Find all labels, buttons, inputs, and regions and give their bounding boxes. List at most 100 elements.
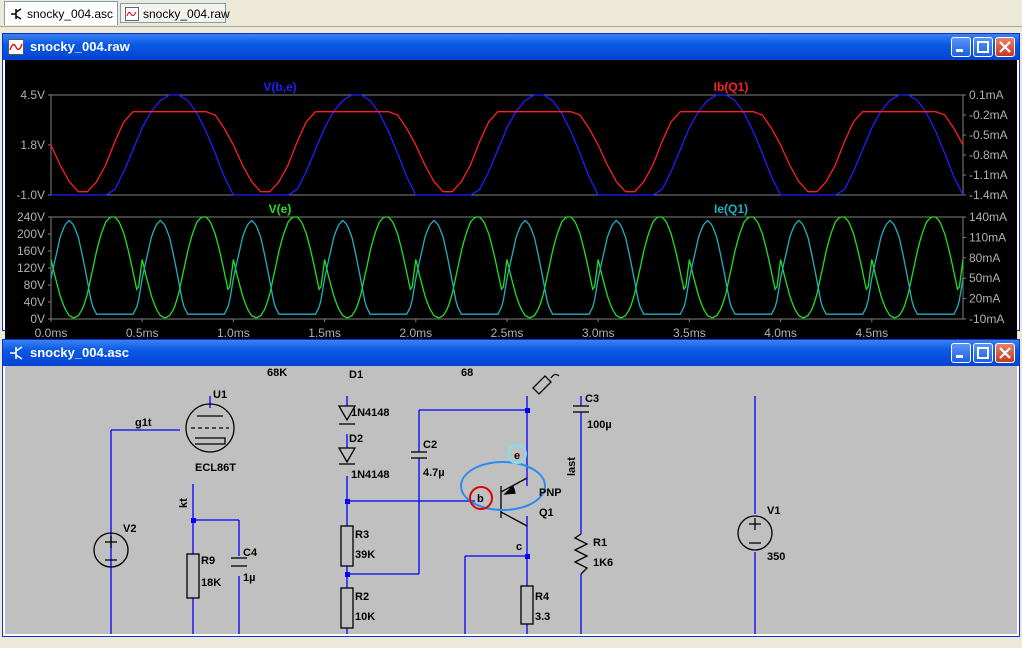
node-c-label: c bbox=[516, 541, 522, 553]
v1-label: V1 bbox=[767, 505, 780, 517]
c3-label: C3 bbox=[585, 393, 599, 405]
x-axis-tick-label: 2.0ms bbox=[399, 326, 432, 340]
close-icon bbox=[999, 41, 1011, 53]
right-axis-tick-label: 20mA bbox=[969, 292, 1000, 306]
right-axis-tick-label: 140mA bbox=[969, 210, 1007, 224]
legend-entry: Ib(Q1) bbox=[714, 80, 749, 94]
d2-label: D2 bbox=[349, 433, 363, 445]
g1t-label: g1t bbox=[135, 417, 152, 429]
right-axis-tick-label: 110mA bbox=[969, 230, 1006, 244]
x-axis-tick-label: 4.0ms bbox=[764, 326, 797, 340]
right-axis-tick-label: 80mA bbox=[969, 251, 1000, 265]
u1-label: U1 bbox=[213, 389, 227, 401]
legend-entry: V(b,e) bbox=[263, 80, 296, 94]
close-icon bbox=[999, 347, 1011, 359]
last-label: last bbox=[566, 457, 578, 476]
node-e-label: e bbox=[514, 450, 520, 462]
x-axis-tick-label: 4.5ms bbox=[855, 326, 888, 340]
r4-value: 3.3 bbox=[535, 611, 550, 623]
series-line-v-e- bbox=[50, 216, 964, 319]
legend-entry: Ie(Q1) bbox=[714, 202, 748, 216]
left-axis-tick-label: 160V bbox=[17, 244, 45, 258]
right-axis-tick-label: 50mA bbox=[969, 271, 1000, 285]
right-axis-tick-label: -10mA bbox=[969, 312, 1004, 326]
resistor-68-label: 68 bbox=[461, 367, 473, 379]
left-axis-tick-label: 80V bbox=[24, 278, 45, 292]
schematic-icon bbox=[10, 346, 23, 360]
left-axis-tick-label: 1.8V bbox=[20, 138, 45, 152]
x-axis-tick-label: 2.5ms bbox=[491, 326, 524, 340]
r1-label: R1 bbox=[593, 537, 607, 549]
u1-resistor-label: 68K bbox=[267, 367, 287, 379]
minimize-icon bbox=[956, 355, 963, 358]
schematic-canvas[interactable]: U1 68K g1t kt ECL86T V2 R9 18K C4 1µ D1 … bbox=[5, 366, 1017, 634]
x-axis-tick-label: 1.0ms bbox=[217, 326, 250, 340]
v1-value: 350 bbox=[767, 551, 785, 563]
waveform-titlebar[interactable]: snocky_004.raw bbox=[3, 34, 1019, 60]
d1-model: 1N4148 bbox=[351, 407, 390, 419]
x-axis-tick-label: 0.5ms bbox=[126, 326, 159, 340]
left-axis-tick-label: 0V bbox=[30, 312, 45, 326]
pnp-label: PNP bbox=[539, 487, 562, 499]
right-axis-tick-label: -0.8mA bbox=[969, 148, 1008, 162]
plot-pane-frame bbox=[50, 94, 964, 196]
maximize-button[interactable] bbox=[973, 343, 993, 363]
c4-value: 1µ bbox=[243, 572, 255, 584]
r2-value: 10K bbox=[355, 611, 375, 623]
left-axis-tick-label: 40V bbox=[24, 295, 45, 309]
document-tab-bar: snocky_004.asc snocky_004.raw bbox=[0, 0, 1022, 27]
minimize-button[interactable] bbox=[951, 37, 971, 57]
r1-value: 1K6 bbox=[593, 557, 613, 569]
left-axis-tick-label: 200V bbox=[17, 227, 45, 241]
waveform-icon bbox=[125, 7, 139, 21]
r2-label: R2 bbox=[355, 591, 369, 603]
series-line-v-b-e- bbox=[51, 94, 964, 196]
left-axis-tick-label: -1.0V bbox=[16, 188, 45, 202]
c2-label: C2 bbox=[423, 439, 437, 451]
window-title: snocky_004.raw bbox=[30, 39, 130, 54]
schematic-window: snocky_004.asc bbox=[2, 339, 1020, 637]
maximize-icon bbox=[977, 41, 989, 53]
waveform-icon bbox=[8, 39, 24, 55]
x-axis-tick-label: 0.0ms bbox=[35, 326, 68, 340]
u1-model: ECL86T bbox=[195, 462, 236, 474]
d2-model: 1N4148 bbox=[351, 469, 390, 481]
r9-label: R9 bbox=[201, 555, 215, 567]
c2-value: 4.7µ bbox=[423, 467, 445, 479]
r3-label: R3 bbox=[355, 529, 369, 541]
maximize-button[interactable] bbox=[973, 37, 993, 57]
v2-label: V2 bbox=[123, 523, 136, 535]
series-line-ie-q1- bbox=[50, 219, 964, 315]
tab-waveform[interactable]: snocky_004.raw bbox=[120, 3, 230, 23]
right-axis-tick-label: -1.1mA bbox=[969, 168, 1008, 182]
r4-label: R4 bbox=[535, 591, 550, 603]
minimize-button[interactable] bbox=[951, 343, 971, 363]
tab-schematic[interactable]: snocky_004.asc bbox=[4, 1, 118, 25]
q1-label: Q1 bbox=[539, 507, 554, 519]
left-axis-tick-label: 240V bbox=[17, 210, 45, 224]
c4-label: C4 bbox=[243, 547, 258, 559]
right-axis-tick-label: -1.4mA bbox=[969, 188, 1008, 202]
kt-label: kt bbox=[178, 498, 190, 508]
schematic-icon bbox=[11, 8, 22, 20]
window-title: snocky_004.asc bbox=[30, 345, 130, 360]
close-button[interactable] bbox=[995, 37, 1015, 57]
right-axis-tick-label: -0.5mA bbox=[969, 128, 1008, 142]
left-axis-tick-label: 120V bbox=[17, 261, 45, 275]
left-axis-tick-label: 4.5V bbox=[20, 88, 45, 102]
waveform-plot[interactable]: 4.5V1.8V-1.0V0.1mA-0.2mA-0.5mA-0.8mA-1.1… bbox=[5, 60, 1017, 362]
x-axis-tick-label: 1.5ms bbox=[308, 326, 341, 340]
r3-value: 39K bbox=[355, 549, 375, 561]
minimize-icon bbox=[956, 49, 963, 52]
series-line-ib-q1- bbox=[50, 111, 964, 193]
plot-pane-frame bbox=[50, 216, 964, 320]
node-b-label: b bbox=[477, 493, 484, 505]
close-button[interactable] bbox=[995, 343, 1015, 363]
schematic-titlebar[interactable]: snocky_004.asc bbox=[3, 340, 1019, 366]
x-axis-tick-label: 3.0ms bbox=[582, 326, 615, 340]
right-axis-tick-label: 0.1mA bbox=[969, 88, 1004, 102]
r9-value: 18K bbox=[201, 577, 221, 589]
x-axis-tick-label: 3.5ms bbox=[673, 326, 706, 340]
maximize-icon bbox=[977, 347, 989, 359]
